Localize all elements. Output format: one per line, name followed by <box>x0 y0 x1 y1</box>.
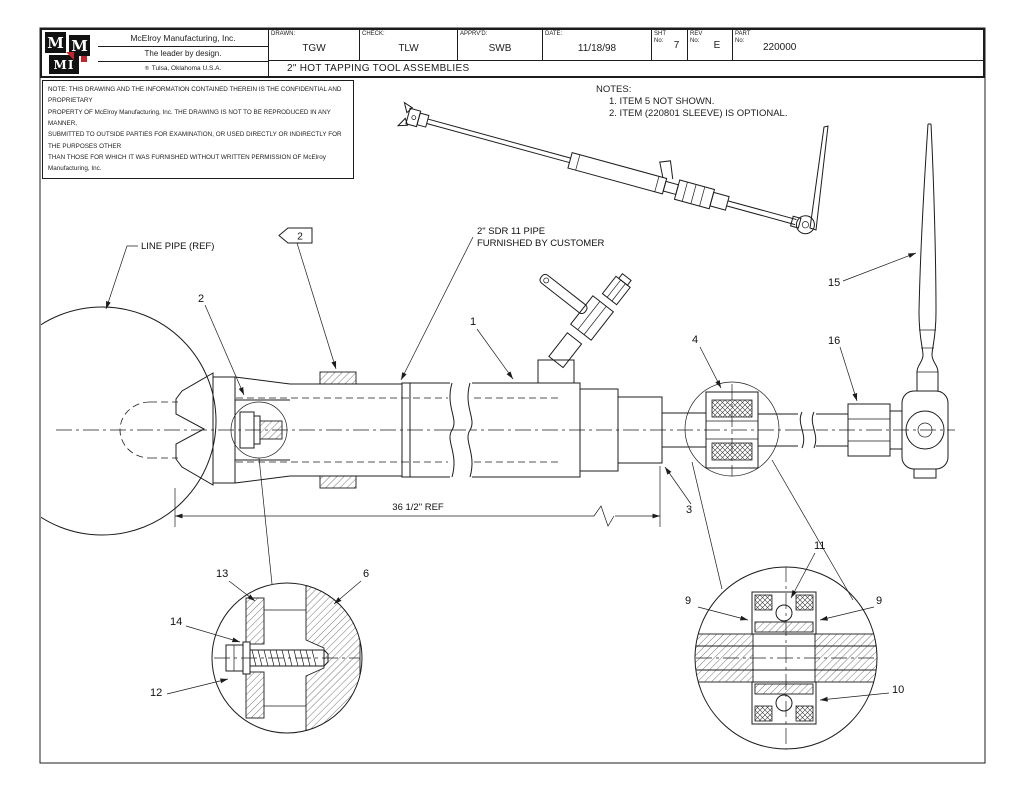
flag-balloon <box>278 227 313 244</box>
bearing-housing <box>684 381 780 477</box>
leader-15 <box>842 252 917 282</box>
title-block-fields: DRAWN:TGW CHECK:TLW APPRV'D:SWB DATE:11/… <box>269 30 983 61</box>
field-approved: APPRV'D:SWB <box>458 30 543 60</box>
leader-10 <box>819 692 890 702</box>
callout-10: 10 <box>892 684 904 696</box>
title-block: M M MI McElroy Manufacturing, Inc. The l… <box>40 28 985 78</box>
leader-sdr-pipe <box>400 236 474 381</box>
mcelroy-logo: M M MI <box>42 30 98 76</box>
registered-mark: ® <box>144 65 149 72</box>
sleeve-bottom <box>319 475 357 489</box>
detail-b-marker-circle <box>684 381 780 477</box>
logo-red-accent <box>66 52 74 60</box>
callout-6: 6 <box>363 568 369 580</box>
detail-a-connector <box>258 457 273 585</box>
leader-3 <box>664 466 692 505</box>
dimension-36-half: 36 1/2" REF <box>174 466 661 527</box>
valve-assembly <box>537 272 632 384</box>
callout-12: 12 <box>150 687 162 699</box>
logo-square-m2: M <box>69 35 90 56</box>
callout-13: 13 <box>216 568 228 580</box>
label-sdr-pipe-2: FURNISHED BY CUSTOMER <box>477 238 605 249</box>
leader-9a <box>697 606 749 621</box>
company-block: M M MI McElroy Manufacturing, Inc. The l… <box>42 30 269 76</box>
company-tagline: The leader by design. <box>98 47 268 62</box>
label-line-pipe: LINE PIPE (REF) <box>141 241 214 252</box>
valve-outlet-plug <box>601 272 632 306</box>
wing-nut <box>659 160 674 180</box>
valve-lever <box>539 273 588 315</box>
leader-11 <box>790 552 816 599</box>
line-pipe-circle <box>41 306 217 536</box>
leader-12 <box>166 678 229 695</box>
leader-2 <box>204 304 245 396</box>
notes-heading: NOTES: <box>596 84 632 95</box>
logo-square-mi: MI <box>49 55 79 74</box>
note-item-2: 2. ITEM (220801 SLEEVE) IS OPTIONAL. <box>609 108 788 120</box>
conf-line: SUBMITTED TO OUTSIDE PARTIES FOR EXAMINA… <box>48 131 342 150</box>
field-drawn: DRAWN:TGW <box>269 30 360 60</box>
logo-square-m1: M <box>45 32 66 53</box>
callout-16: 16 <box>828 335 840 347</box>
detail-b-connector-right <box>771 459 854 601</box>
confidentiality-note: NOTE: THIS DRAWING AND THE INFORMATION C… <box>42 80 354 179</box>
leader-6 <box>333 580 362 605</box>
ratchet-handle <box>901 390 949 479</box>
drawing-title: 2" HOT TAPPING TOOL ASSEMBLIES <box>287 63 470 74</box>
logo-red-dot <box>81 56 87 62</box>
clamp-assembly <box>230 401 288 459</box>
field-revision: REV No:E <box>688 30 733 60</box>
callout-15: 15 <box>828 277 840 289</box>
leader-line-pipe <box>105 245 138 310</box>
dimension-text: 36 1/2" REF <box>392 502 444 513</box>
t-handle <box>809 125 829 231</box>
company-location: ® Tulsa, Oklahoma U.S.A. <box>144 65 222 73</box>
label-sdr-pipe-1: 2" SDR 11 PIPE <box>477 226 545 237</box>
sleeve-top <box>319 371 357 385</box>
leader-4 <box>699 346 722 389</box>
annotations: LINE PIPE (REF) 2" SDR 11 PIPE FURNISHED… <box>105 226 917 702</box>
tool-body-cylinder <box>401 381 581 479</box>
leader-13 <box>228 580 256 602</box>
reamer-spike <box>916 123 939 391</box>
pipe-fork <box>175 372 291 486</box>
field-part-number: PART No:220000 <box>735 31 797 53</box>
field-sheet-number: SHT No:7 <box>652 30 688 60</box>
tapping-tool-assembly <box>396 101 815 235</box>
leader-16 <box>839 346 858 402</box>
leader-9b <box>819 606 875 621</box>
note-item-1: 1. ITEM 5 NOT SHOWN. <box>609 96 715 107</box>
notes-block: NOTES: 1. ITEM 5 NOT SHOWN. 2. ITEM (220… <box>596 84 787 121</box>
callout-9a: 9 <box>685 595 691 607</box>
detail-b-content <box>695 567 877 749</box>
customer-pipe <box>236 371 402 489</box>
callout-flag2: 2 <box>297 232 303 243</box>
callout-11: 11 <box>814 540 825 552</box>
leader-14 <box>185 625 241 643</box>
callout-14: 14 <box>170 616 182 628</box>
callout-4: 4 <box>692 334 698 346</box>
drive-shaft <box>579 381 949 479</box>
detail-b-circle <box>694 566 878 750</box>
conf-line: THAN THOSE FOR WHICH IT WAS FURNISHED WI… <box>48 153 326 173</box>
detail-b-connector-left <box>691 461 723 590</box>
detail-a-content <box>214 585 361 731</box>
callout-9b: 9 <box>876 595 882 607</box>
leader-1 <box>476 328 514 380</box>
main-view: 36 1/2" REF <box>41 101 955 750</box>
field-check: CHECK:TLW <box>360 30 458 60</box>
company-name: McElroy Manufacturing, Inc. <box>98 30 268 47</box>
detail-a-circle <box>211 582 363 734</box>
field-date: DATE:11/18/98 <box>543 30 652 60</box>
conf-line: NOTE: THIS DRAWING AND THE INFORMATION C… <box>48 86 342 105</box>
callout-2: 2 <box>198 293 204 305</box>
callout-1: 1 <box>470 316 476 328</box>
coupler <box>847 403 903 457</box>
conf-line: PROPERTY OF McElroy Manufacturing, Inc. … <box>48 108 331 127</box>
leader-flag2 <box>296 242 337 370</box>
callout-3: 3 <box>686 504 692 516</box>
